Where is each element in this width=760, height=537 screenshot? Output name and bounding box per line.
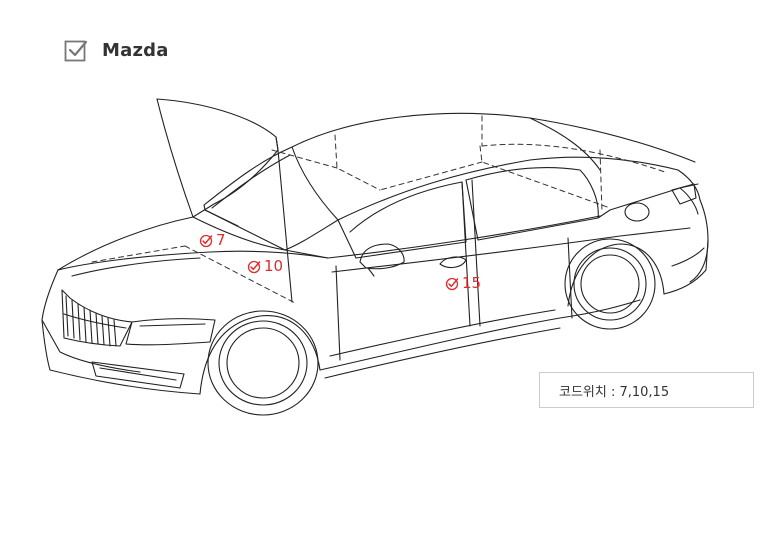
marker-label: 15 xyxy=(462,274,482,292)
marker-10: 10 xyxy=(247,259,283,274)
marker-label: 10 xyxy=(264,257,284,275)
marker-label: 7 xyxy=(216,231,226,249)
check-circle-icon xyxy=(199,234,213,247)
page-header: Mazda xyxy=(64,38,169,62)
code-location-box: 코드위치 : 7,10,15 xyxy=(539,372,754,408)
marker-7: 7 xyxy=(199,233,226,248)
checkbox-checked-icon xyxy=(64,40,88,62)
code-location-text: 코드위치 : 7,10,15 xyxy=(559,384,670,400)
check-circle-icon xyxy=(445,277,459,290)
marker-15: 15 xyxy=(445,276,481,291)
check-circle-icon xyxy=(247,260,261,273)
page-title: Mazda xyxy=(102,39,169,61)
